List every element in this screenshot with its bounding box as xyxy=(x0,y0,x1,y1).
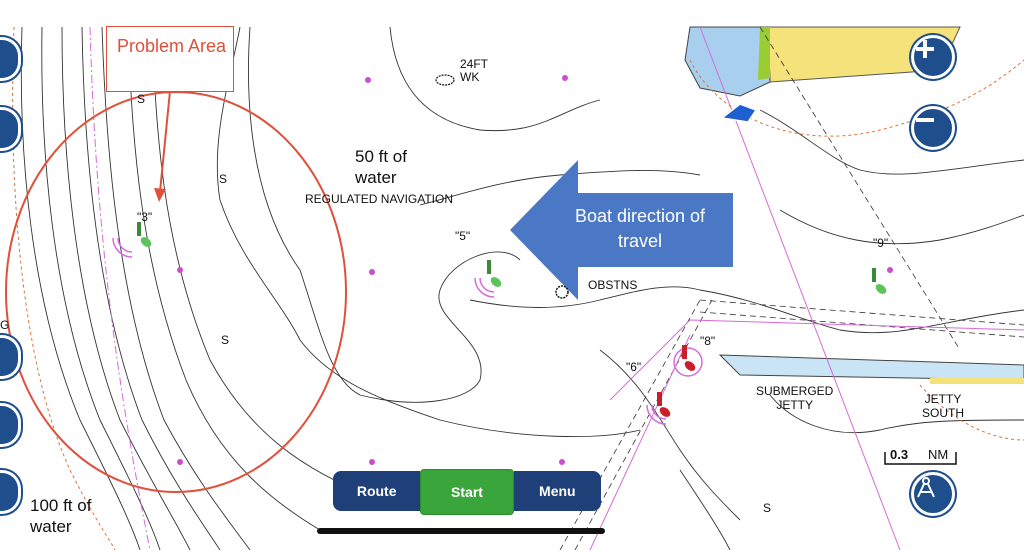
buoy-5-icon xyxy=(474,260,502,298)
problem-area-text: Problem Area xyxy=(117,36,227,56)
buoy-5-label: "5" xyxy=(455,229,471,243)
obstruction-icon xyxy=(555,285,569,299)
problem-pointer-line xyxy=(159,90,171,193)
bottom-nav-bar: Route Start Menu xyxy=(333,469,601,515)
problem-pointer-head xyxy=(154,188,166,202)
depth-100-annotation: 100 ft of water xyxy=(30,496,92,536)
buoy-8-icon xyxy=(673,345,703,377)
scale-value: 0.3 xyxy=(890,447,909,462)
scale-ruler xyxy=(884,452,957,465)
problem-area-callout: Problem Area xyxy=(106,26,234,92)
wreck-label: 24FT WK xyxy=(460,57,489,84)
buoy-red-icon xyxy=(646,392,671,425)
buoy-9-icon xyxy=(872,268,887,294)
jetty-shallow xyxy=(718,354,1024,381)
depth-50-annotation: 50 ft of water xyxy=(355,147,407,187)
plus-icon xyxy=(916,40,934,58)
direction-arrow xyxy=(510,160,733,300)
route-button[interactable]: Route xyxy=(333,471,421,511)
boat-direction-text: Boat direction of travel xyxy=(574,206,706,251)
green-strip xyxy=(758,27,770,80)
sandbar-strip xyxy=(930,378,1024,384)
minus-icon xyxy=(916,118,934,122)
home-indicator[interactable] xyxy=(317,528,605,534)
buoy-9-label: "9" xyxy=(873,236,889,250)
buoy-3-label: "3" xyxy=(137,210,153,224)
zoom-in-button[interactable] xyxy=(911,35,955,79)
sounding-s: S xyxy=(221,333,230,347)
compass-button[interactable] xyxy=(911,472,955,516)
buoy-3-icon xyxy=(112,222,152,258)
regulated-label: REGULATED NAVIGATION xyxy=(305,192,454,206)
boat-position-icon xyxy=(720,103,758,123)
shallow-water xyxy=(684,26,771,97)
scale-bar: 0.3 NM xyxy=(884,446,958,466)
restricted-lines xyxy=(12,26,1024,550)
sounding-s: S xyxy=(137,92,146,106)
channel-lines xyxy=(559,26,1024,550)
compass-icon xyxy=(917,477,935,498)
wreck-icon xyxy=(435,74,455,86)
problem-area-ellipse xyxy=(5,91,347,493)
buoy-8-label: "8" xyxy=(700,334,716,348)
menu-button[interactable]: Menu xyxy=(513,471,601,511)
edge-label-g: G xyxy=(0,318,10,332)
zoom-out-button[interactable] xyxy=(911,106,955,150)
obstns-label: OBSTNS xyxy=(588,278,638,292)
buoy-6-label: "6" xyxy=(626,360,642,374)
scale-unit: NM xyxy=(928,447,949,462)
sounding-s: S xyxy=(763,501,772,515)
start-button[interactable]: Start xyxy=(420,469,514,515)
submerged-jetty-label: SUBMERGED JETTY xyxy=(756,384,834,412)
jetty-south-label: JETTY SOUTH xyxy=(922,392,964,420)
sounding-s: S xyxy=(219,172,228,186)
